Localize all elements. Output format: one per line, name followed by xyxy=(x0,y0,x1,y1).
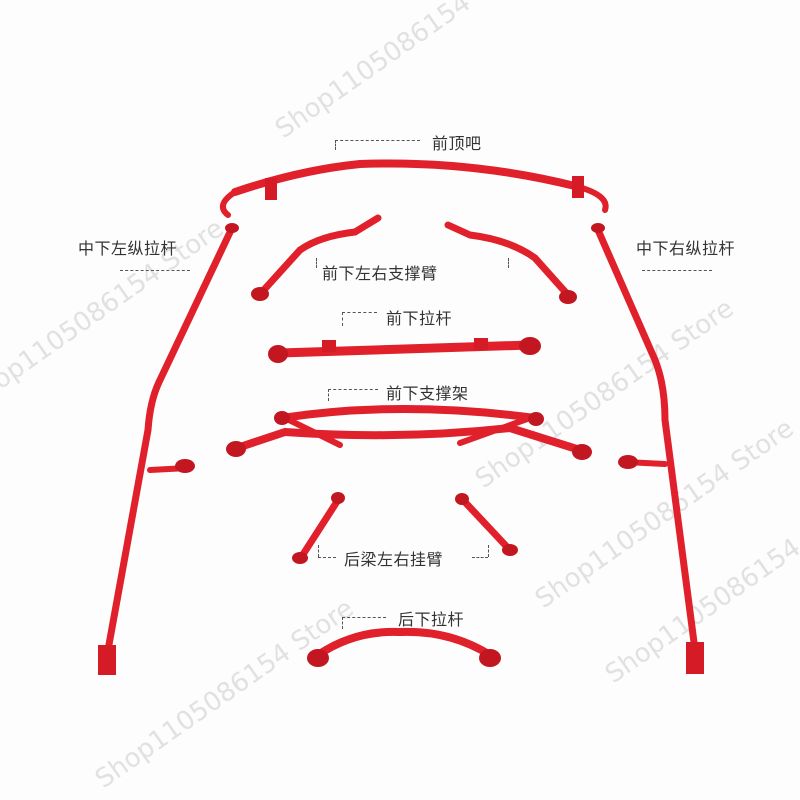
mid-lower-right-longitudinal-bar xyxy=(591,223,704,674)
leader-line xyxy=(642,270,712,271)
leader-line xyxy=(342,312,343,326)
front-lower-brace xyxy=(226,405,592,460)
leader-line xyxy=(316,258,317,268)
rear-beam-arms xyxy=(292,492,518,564)
front-lower-support-arms xyxy=(251,214,577,304)
mid-lower-left-longitudinal-bar xyxy=(98,223,239,675)
label-front-lower-bar: 前下拉杆 xyxy=(386,309,453,328)
label-front-lower-brace: 前下支撑架 xyxy=(386,384,469,403)
label-front-top-bar: 前顶吧 xyxy=(432,134,482,153)
leader-line xyxy=(342,312,377,313)
leader-line xyxy=(328,389,378,390)
leader-line xyxy=(120,270,190,271)
leader-line xyxy=(328,389,329,401)
label-mid-lower-right-longitudinal: 中下右纵拉杆 xyxy=(636,239,736,258)
leader-line xyxy=(508,258,509,268)
label-rear-beam-lr-arms: 后梁左右挂臂 xyxy=(344,550,444,569)
front-lower-bar xyxy=(268,337,541,363)
leader-line xyxy=(318,557,336,558)
leader-line xyxy=(342,617,386,618)
leader-line xyxy=(335,140,420,141)
leader-line xyxy=(318,545,319,557)
leader-line xyxy=(488,545,489,557)
label-mid-lower-left-longitudinal: 中下左纵拉杆 xyxy=(78,239,178,258)
leader-line xyxy=(335,140,336,150)
leader-line xyxy=(472,557,488,558)
rear-lower-bar xyxy=(307,627,501,667)
front-top-bar xyxy=(219,159,609,218)
label-rear-lower-bar: 后下拉杆 xyxy=(398,610,465,629)
leader-line xyxy=(342,617,343,629)
label-front-lower-lr-arms: 前下左右支撑臂 xyxy=(322,264,438,283)
